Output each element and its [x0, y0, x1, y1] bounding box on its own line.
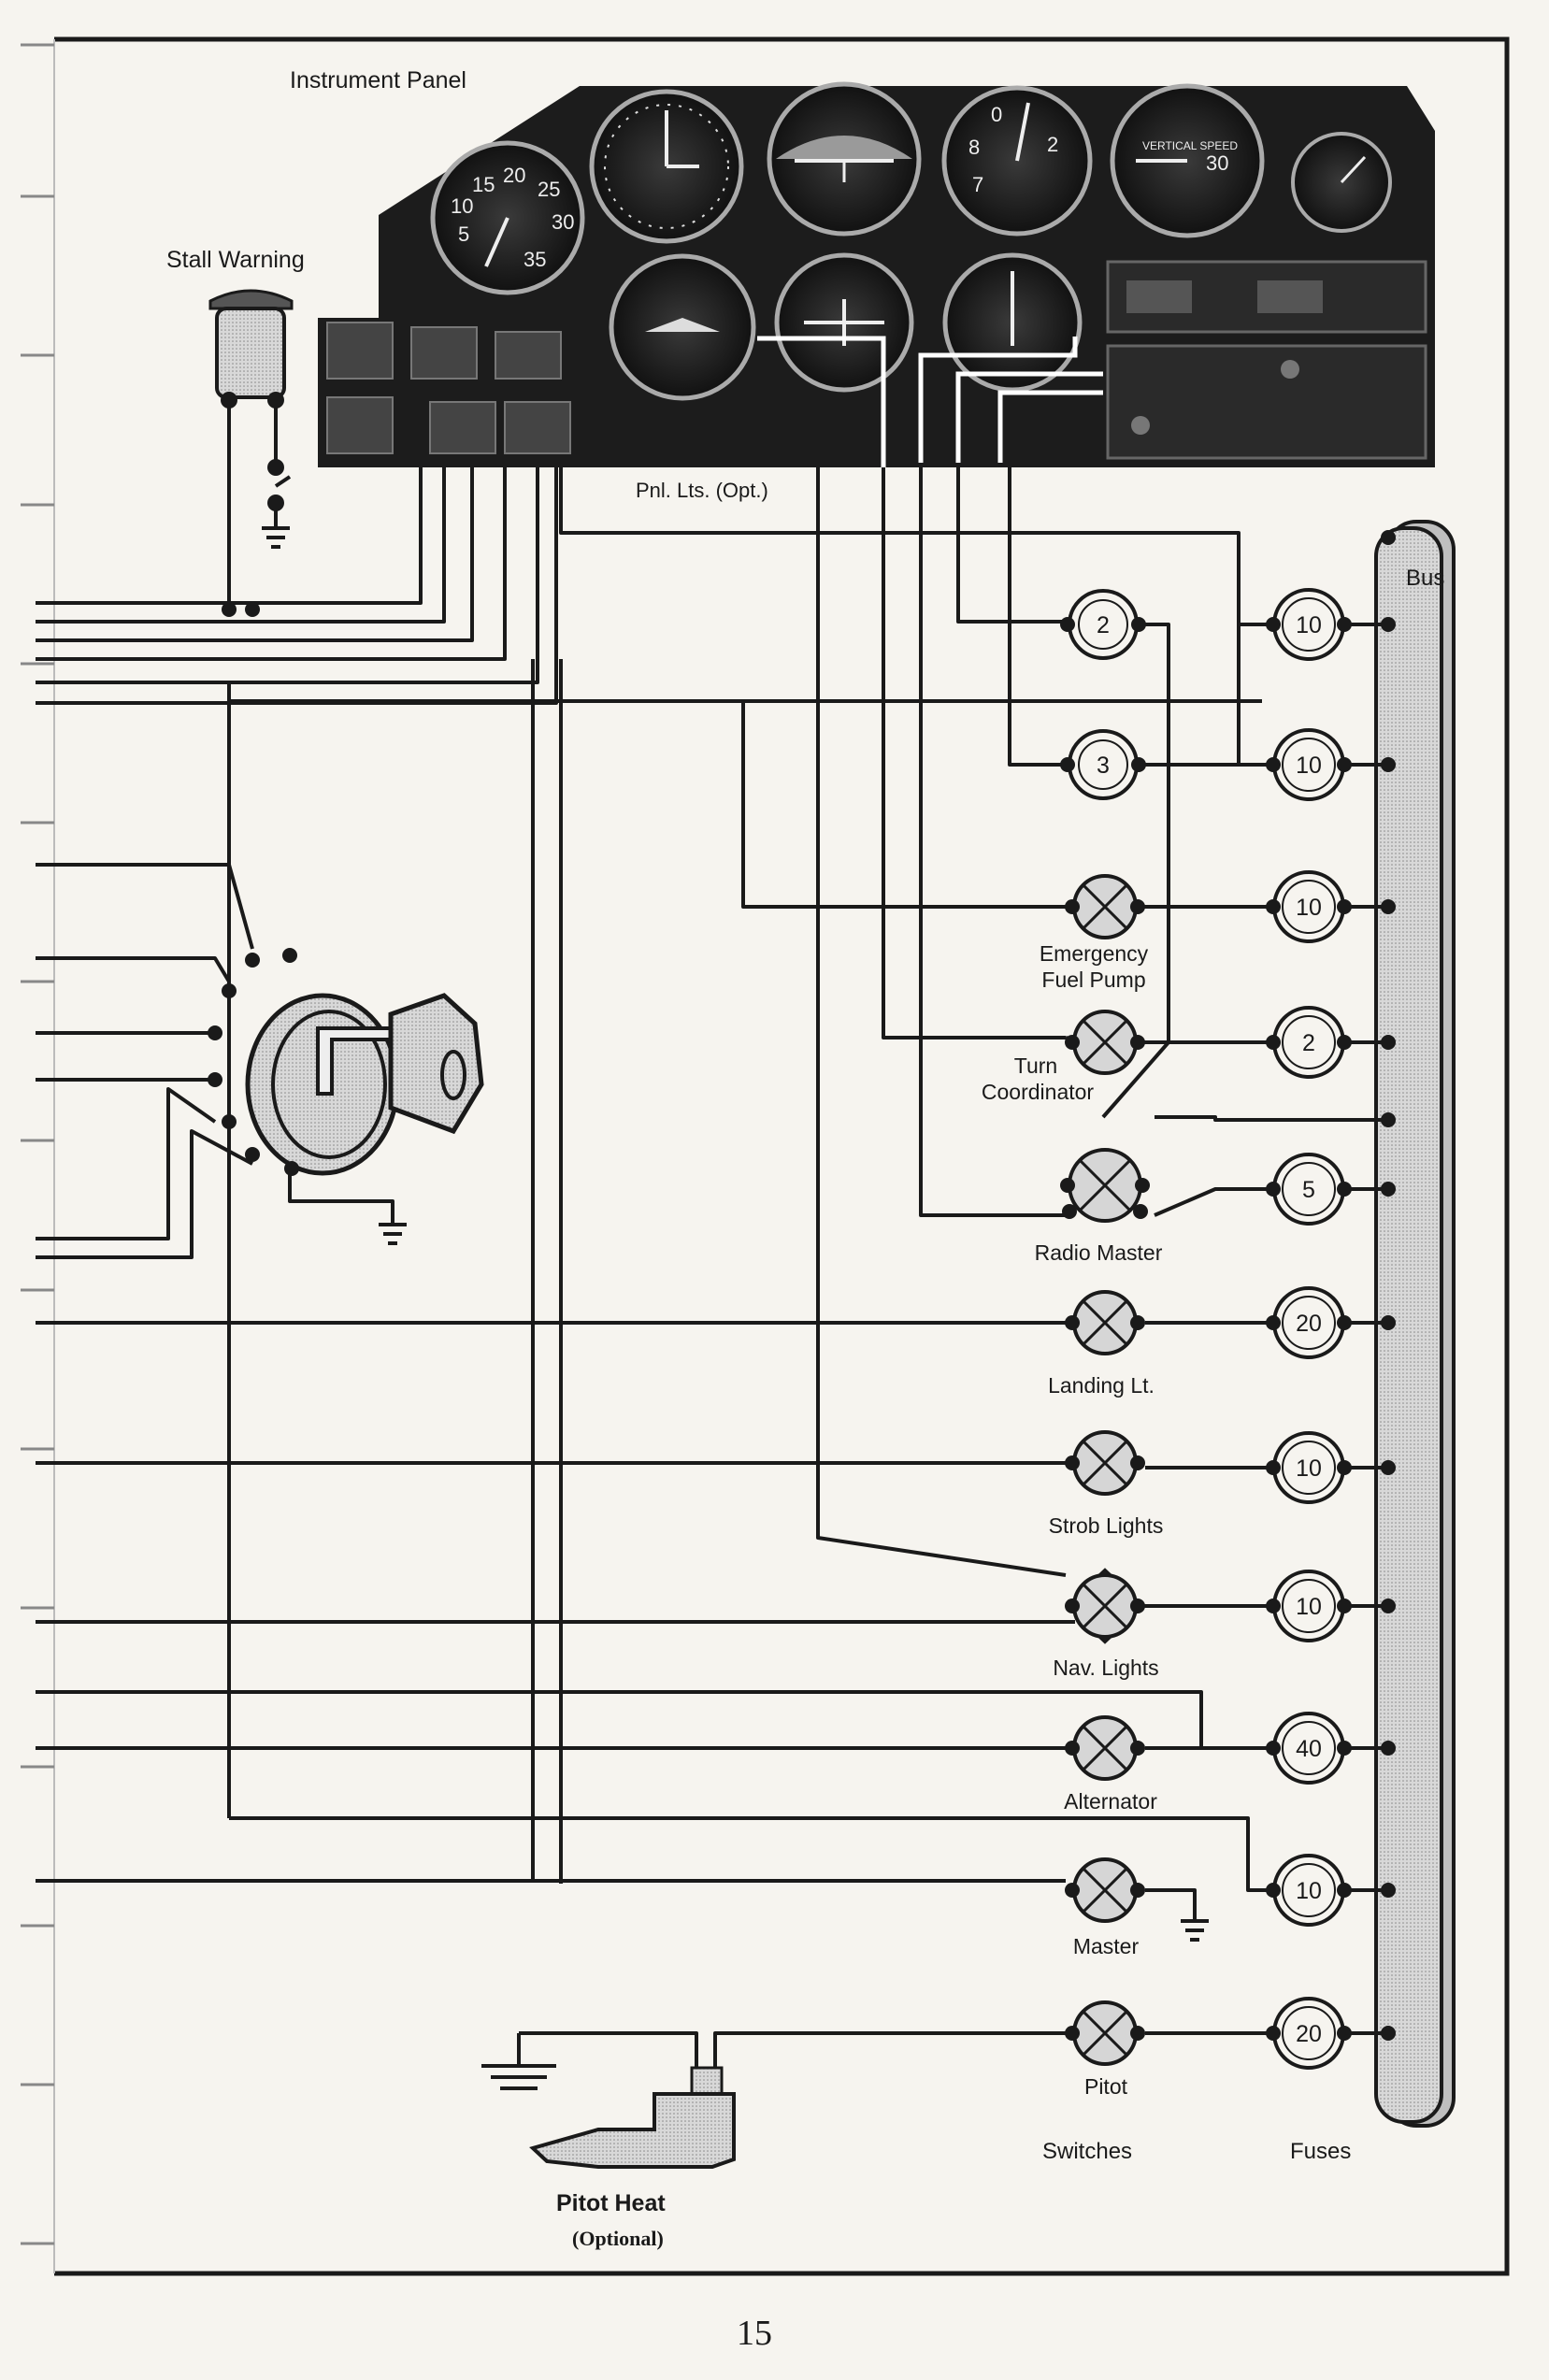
- bus-label: Bus: [1406, 566, 1444, 591]
- airspeed-gauge: 15 20 25 10 30 5 35: [430, 140, 585, 295]
- fuses-heading: Fuses: [1290, 2139, 1351, 2164]
- switch-label-pitot: Pitot: [1084, 2074, 1128, 2099]
- breaker-value: 3: [1097, 753, 1110, 779]
- heading-indicator: [609, 253, 756, 401]
- stall-warning-label: Stall Warning: [166, 247, 305, 273]
- fuse-5: 5: [1266, 1153, 1396, 1226]
- fuse-11: 20: [1266, 1997, 1396, 2070]
- wiring: [36, 397, 1388, 2090]
- junction-dots: [222, 530, 1396, 1127]
- pitot-heat-label: Pitot Heat: [556, 2190, 666, 2216]
- switches-heading: Switches: [1042, 2139, 1132, 2164]
- fuse-7: 10: [1266, 1431, 1396, 1504]
- fuse-1: 10: [1266, 588, 1396, 661]
- switch-label-turn-coordinator: Turn: [1014, 1054, 1057, 1078]
- fuse-10: 10: [1266, 1854, 1396, 1927]
- fuse-value: 10: [1296, 1455, 1322, 1482]
- switch-pitot: Pitot: [1065, 2000, 1145, 2099]
- panel-lights-label: Pnl. Lts. (Opt.): [636, 479, 768, 502]
- page-frame: [54, 36, 1510, 2276]
- turn-coordinator-gauge: [774, 252, 914, 393]
- fuse-value: 20: [1296, 2021, 1322, 2047]
- vertical-speed-gauge: VERTICAL SPEED 30: [1110, 83, 1265, 238]
- tachometer-gauge: 0 2 7 8: [941, 85, 1093, 237]
- fuse-value: 10: [1296, 1878, 1322, 1904]
- fuse-value: 10: [1296, 895, 1322, 921]
- breakers-layer: 23: [1060, 589, 1146, 800]
- switch-label-alternator: Alternator: [1064, 1789, 1157, 1814]
- fuse-value: 10: [1296, 612, 1322, 638]
- instrument-panel-label: Instrument Panel: [290, 67, 466, 93]
- ignition-switch: [208, 948, 484, 1176]
- attitude-indicator: [767, 81, 922, 237]
- switch-label-landing-lt: Landing Lt.: [1048, 1373, 1155, 1398]
- breaker-breaker-3: 3: [1060, 729, 1146, 800]
- fuse-8: 10: [1266, 1570, 1396, 1642]
- switch-label-emergency-fuel-pump: Fuel Pump: [1041, 968, 1145, 992]
- switch-label-strob-lights: Strob Lights: [1049, 1513, 1164, 1538]
- switch-label-nav-lights: Nav. Lights: [1053, 1656, 1158, 1680]
- svg-text:5: 5: [458, 222, 469, 246]
- switch-alternator: Alternator: [1064, 1715, 1157, 1814]
- svg-text:VERTICAL SPEED: VERTICAL SPEED: [1142, 139, 1238, 152]
- instrument-panel: 15 20 25 10 30 5 35 0 2 7 8: [318, 81, 1435, 467]
- engine-gauges: [326, 322, 571, 454]
- svg-text:25: 25: [538, 178, 560, 201]
- switch-landing-lt: Landing Lt.: [1048, 1290, 1155, 1398]
- switch-radio-master: Radio Master: [1035, 1148, 1163, 1265]
- svg-text:2: 2: [1047, 133, 1058, 156]
- stall-warning-horn: [208, 289, 294, 511]
- switch-label-radio-master: Radio Master: [1035, 1240, 1163, 1265]
- svg-text:15: 15: [472, 173, 495, 196]
- svg-text:30: 30: [552, 210, 574, 234]
- fuse-value: 2: [1302, 1030, 1315, 1056]
- breaker-value: 2: [1097, 612, 1110, 638]
- svg-text:30: 30: [1206, 151, 1228, 175]
- fuse-value: 40: [1296, 1736, 1322, 1762]
- breaker-breaker-2-upper: 2: [1060, 589, 1146, 660]
- switch-label-master: Master: [1073, 1934, 1140, 1958]
- panel-wire-routes: [757, 336, 1103, 467]
- switch-nav-lights: Nav. Lights: [1053, 1568, 1170, 1680]
- fuse-value: 10: [1296, 753, 1322, 779]
- svg-text:0: 0: [991, 103, 1002, 126]
- fuse-9: 40: [1266, 1712, 1396, 1785]
- switch-label-emergency-fuel-pump: Emergency: [1040, 941, 1149, 966]
- fuse-3: 10: [1266, 870, 1396, 943]
- pitot-heat-optional-label: (Optional): [572, 2227, 664, 2250]
- svg-text:8: 8: [968, 136, 980, 159]
- fuses-layer: 10 10 10 2 5 20 10 10 40 10 20: [1266, 588, 1396, 2070]
- svg-text:10: 10: [451, 194, 473, 218]
- suction-gauge: [1291, 132, 1392, 233]
- radio-stack: [1106, 260, 1427, 460]
- switch-label-turn-coordinator: Coordinator: [982, 1080, 1095, 1104]
- fuse-6: 20: [1266, 1286, 1396, 1359]
- svg-text:20: 20: [503, 164, 525, 187]
- fuse-value: 5: [1302, 1177, 1315, 1203]
- fuse-value: 20: [1296, 1311, 1322, 1337]
- svg-text:7: 7: [972, 173, 983, 196]
- fuse-value: 10: [1296, 1594, 1322, 1620]
- fuse-2: 10: [1266, 728, 1396, 801]
- switch-strob-lights: Strob Lights: [1049, 1430, 1164, 1538]
- altimeter-gauge: [589, 89, 744, 244]
- switch-master: Master: [1065, 1857, 1145, 1958]
- page-number: 15: [737, 2314, 772, 2353]
- binder-tabs: [21, 43, 54, 2245]
- pitot-heat-tube: [529, 2066, 736, 2169]
- fuse-4: 2: [1266, 1006, 1396, 1079]
- vor-gauge: [942, 252, 1083, 393]
- svg-text:35: 35: [524, 248, 546, 271]
